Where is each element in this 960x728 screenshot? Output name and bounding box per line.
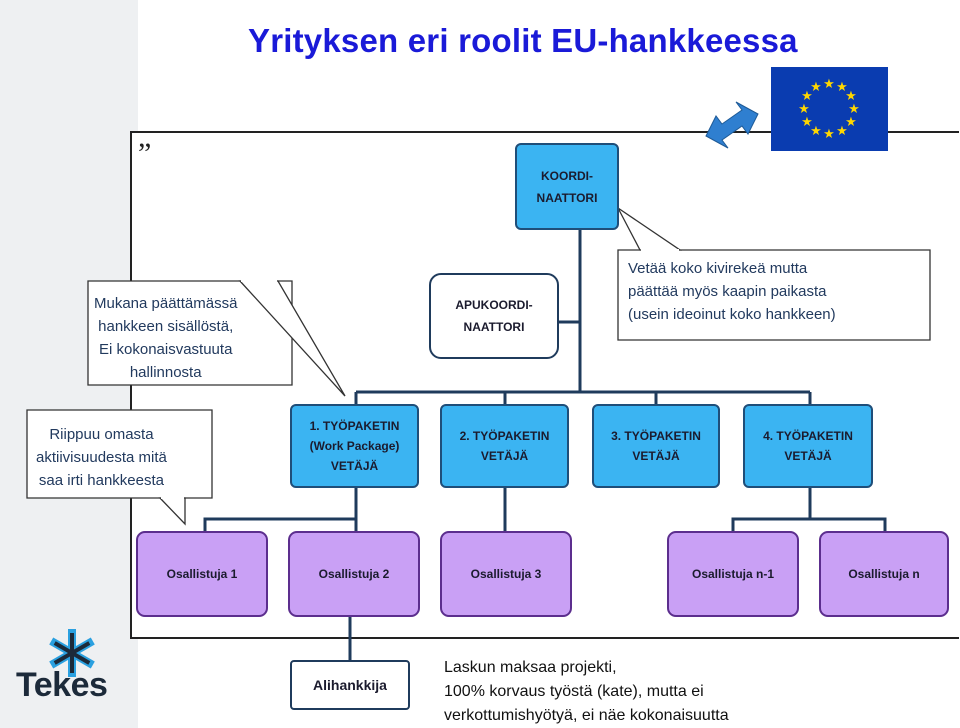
workpackage-note-line2: aktiivisuudesta mitä bbox=[36, 449, 167, 466]
svg-text:★: ★ bbox=[823, 127, 835, 142]
svg-text:★: ★ bbox=[810, 80, 822, 95]
workpackage-2-line2: VETÄJÄ bbox=[480, 449, 529, 463]
workpackage-3-line2: VETÄJÄ bbox=[632, 449, 680, 463]
page-title: Yrityksen eri roolit EU-hankkeessa bbox=[248, 22, 798, 59]
apucoordinator-line2: NAATTORI bbox=[463, 320, 525, 334]
participant-3-box: Osallistuja 3 bbox=[440, 531, 572, 617]
subcontractor-note-line1: Laskun maksaa projekti, bbox=[444, 659, 617, 676]
workpackage-2-box: 2. TYÖPAKETIN VETÄJÄ bbox=[440, 404, 569, 488]
workpackage-note-line1: Riippuu omasta bbox=[49, 426, 154, 443]
workpackage-1-line1: 1. TYÖPAKETIN bbox=[309, 419, 400, 433]
subcontractor-note: Laskun maksaa projekti, 100% korvaus työ… bbox=[444, 656, 729, 728]
workpackage-1-line2: (Work Package) bbox=[309, 439, 400, 453]
svg-text:★: ★ bbox=[823, 77, 835, 92]
svg-text:★: ★ bbox=[801, 89, 813, 104]
wp4-bracket bbox=[731, 488, 887, 531]
svg-text:★: ★ bbox=[810, 124, 822, 139]
workpackage-3-box: 3. TYÖPAKETIN VETÄJÄ bbox=[592, 404, 720, 488]
participant-2-box: Osallistuja 2 bbox=[288, 531, 420, 617]
svg-text:★: ★ bbox=[845, 89, 857, 104]
callout-apu bbox=[87, 280, 293, 386]
workpackage-4-line2: VETÄJÄ bbox=[784, 449, 832, 463]
apucoordinator-box: APUKOORDI- NAATTORI bbox=[429, 273, 559, 359]
apucoordinator-note-line2: hankkeen sisällöstä, bbox=[98, 318, 234, 335]
workpackage-1-box: 1. TYÖPAKETIN (Work Package) VETÄJÄ bbox=[290, 404, 419, 488]
workpackage-note-line3: saa irti hankkeesta bbox=[38, 472, 164, 489]
eu-flag-icon: ★ ★ ★ ★ ★ ★ ★ ★ ★ ★ ★ ★ bbox=[771, 67, 888, 151]
participant-1-box: Osallistuja 1 bbox=[136, 531, 268, 617]
coordinator-note-line3: (usein ideoinut koko hankkeen) bbox=[628, 306, 836, 323]
apucoordinator-note: Mukana päättämässä hankkeen sisällöstä, … bbox=[94, 292, 237, 384]
coordinator-box: KOORDI- NAATTORI bbox=[515, 143, 619, 230]
eu-stars: ★ ★ ★ ★ ★ ★ ★ ★ ★ ★ ★ ★ bbox=[798, 77, 860, 142]
svg-text:★: ★ bbox=[801, 115, 813, 130]
workpackage-4-line1: 4. TYÖPAKETIN bbox=[763, 429, 853, 443]
coordinator-line2: NAATTORI bbox=[536, 190, 598, 205]
workpackage-1-line3: VETÄJÄ bbox=[330, 459, 379, 473]
coordinator-note-line1: Vetää koko kivirekeä mutta bbox=[628, 260, 808, 277]
apucoordinator-line1: APUKOORDI- bbox=[455, 298, 533, 312]
tekes-logo: Tekes bbox=[16, 666, 108, 704]
participant-n-1-box: Osallistuja n-1 bbox=[667, 531, 799, 617]
workpackage-2-line1: 2. TYÖPAKETIN bbox=[459, 429, 550, 443]
subcontractor-note-line3: verkottumishyötyä, ei näe kokonaisuutta bbox=[444, 707, 729, 724]
callout-coordinator-tail bbox=[617, 207, 683, 251]
apucoordinator-note-line4: hallinnosta bbox=[129, 364, 202, 381]
subcontractor-note-line2: 100% korvaus työstä (kate), mutta ei bbox=[444, 683, 704, 700]
tekes-star-icon bbox=[49, 629, 95, 677]
double-arrow-icon bbox=[705, 101, 759, 149]
workpackage-4-box: 4. TYÖPAKETIN VETÄJÄ bbox=[743, 404, 873, 488]
coordinator-note-line2: päättää myös kaapin paikasta bbox=[628, 283, 827, 300]
svg-text:★: ★ bbox=[836, 124, 848, 139]
subcontractor-box: Alihankkija bbox=[290, 660, 410, 710]
callout-wp bbox=[26, 409, 213, 499]
svg-text:★: ★ bbox=[836, 80, 848, 95]
wp1-bracket bbox=[203, 488, 358, 531]
svg-text:★: ★ bbox=[798, 102, 810, 117]
participant-n-box: Osallistuja n bbox=[819, 531, 949, 617]
coordinator-line1: KOORDI- bbox=[540, 168, 593, 183]
workpackage-note: Riippuu omasta aktiivisuudesta mitä saa … bbox=[36, 423, 167, 492]
svg-text:★: ★ bbox=[845, 115, 857, 130]
callout-wp-tail bbox=[158, 497, 186, 526]
callout-coordinator bbox=[617, 249, 931, 341]
svg-text:★: ★ bbox=[848, 102, 860, 117]
quote-mark: ” bbox=[138, 137, 152, 170]
workpackage-3-line1: 3. TYÖPAKETIN bbox=[611, 429, 701, 443]
coordinator-note: Vetää koko kivirekeä mutta päättää myös … bbox=[628, 257, 836, 326]
apucoordinator-note-line3: Ei kokonaisvastuuta bbox=[99, 341, 233, 358]
apucoordinator-note-line1: Mukana päättämässä bbox=[94, 295, 238, 312]
